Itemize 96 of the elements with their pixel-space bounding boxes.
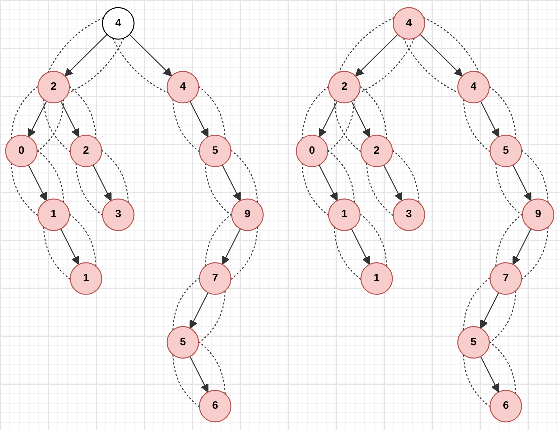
node-circle: 7 — [490, 262, 522, 296]
node-circle: 4 — [166, 71, 200, 104]
node-circle: 6 — [199, 390, 232, 423]
connector — [68, 38, 125, 94]
arrow — [420, 34, 463, 77]
connector — [521, 226, 549, 280]
connector — [489, 86, 516, 140]
arrow — [318, 164, 338, 202]
connector — [489, 290, 516, 344]
arrow — [512, 164, 532, 202]
connector — [44, 99, 71, 152]
connector — [230, 226, 258, 280]
connector — [36, 99, 64, 152]
node-circle: 2 — [328, 71, 361, 104]
arrow — [355, 34, 398, 77]
connector — [360, 86, 388, 140]
arrow — [319, 100, 338, 138]
connector — [489, 341, 516, 395]
connector — [76, 162, 104, 216]
node-circle: 1 — [360, 262, 394, 296]
arrow — [28, 100, 48, 138]
node-circle: 3 — [392, 198, 426, 232]
node-circle: 2 — [70, 134, 102, 168]
connector — [198, 290, 226, 344]
connector — [360, 214, 388, 268]
node-circle: 2 — [360, 134, 394, 168]
connector — [463, 99, 491, 152]
arrow — [28, 164, 48, 202]
node-circle: 5 — [166, 326, 200, 359]
arrow — [190, 100, 209, 138]
connector — [112, 38, 169, 94]
connector — [358, 38, 416, 94]
arrow — [480, 292, 500, 329]
connector — [521, 150, 549, 204]
connector — [403, 38, 460, 94]
node-circle: 0 — [296, 134, 329, 168]
node-circle: 4 — [102, 7, 135, 40]
node-circle: 5 — [490, 134, 522, 168]
arrow — [190, 356, 209, 393]
arrow — [190, 292, 209, 329]
connector — [36, 150, 64, 204]
node-circle: 3 — [102, 198, 135, 232]
arrow — [60, 100, 80, 138]
connector — [69, 86, 97, 140]
arrow — [512, 228, 532, 266]
arrow — [384, 164, 402, 202]
connector — [302, 86, 330, 140]
connector — [392, 150, 420, 204]
arrow — [480, 356, 500, 393]
node-circle: 5 — [199, 134, 232, 168]
connector — [205, 162, 232, 216]
connector — [198, 86, 226, 140]
connector — [11, 86, 39, 140]
arrow — [222, 228, 242, 266]
arrow — [129, 34, 172, 77]
arrow — [222, 164, 241, 202]
connector — [69, 214, 97, 268]
connector — [44, 226, 71, 280]
arrow — [60, 228, 80, 266]
connector — [328, 99, 355, 152]
node-circle: 1 — [328, 198, 361, 232]
arrow — [480, 100, 500, 138]
connector — [11, 162, 39, 216]
connector — [463, 354, 491, 408]
connector — [302, 162, 330, 216]
connector — [101, 150, 129, 204]
arrow — [351, 100, 370, 138]
connector — [463, 278, 491, 331]
connector — [334, 226, 362, 280]
connector — [172, 278, 200, 331]
node-circle: 7 — [199, 262, 232, 296]
connector — [205, 214, 232, 268]
node-circle: 1 — [70, 262, 102, 296]
arrow — [351, 228, 370, 266]
connector — [423, 17, 480, 74]
arrow — [92, 164, 112, 202]
connector — [328, 150, 355, 204]
connector — [198, 341, 226, 395]
node-circle: 0 — [5, 134, 38, 168]
node-circle: 4 — [458, 71, 490, 104]
connector — [172, 99, 200, 152]
node-circle: 5 — [458, 326, 490, 359]
connector — [172, 354, 200, 408]
connector — [366, 162, 394, 216]
node-circle: 4 — [392, 7, 426, 40]
connector — [334, 99, 362, 152]
node-circle: 2 — [38, 71, 70, 104]
node-circle: 9 — [522, 198, 555, 232]
node-circle: 9 — [231, 198, 264, 232]
connector — [338, 17, 395, 74]
connector — [496, 214, 524, 268]
node-circle: 6 — [490, 390, 522, 423]
arrow — [64, 34, 108, 77]
connector — [230, 150, 258, 204]
connector — [48, 17, 104, 74]
node-circle: 1 — [38, 198, 70, 232]
